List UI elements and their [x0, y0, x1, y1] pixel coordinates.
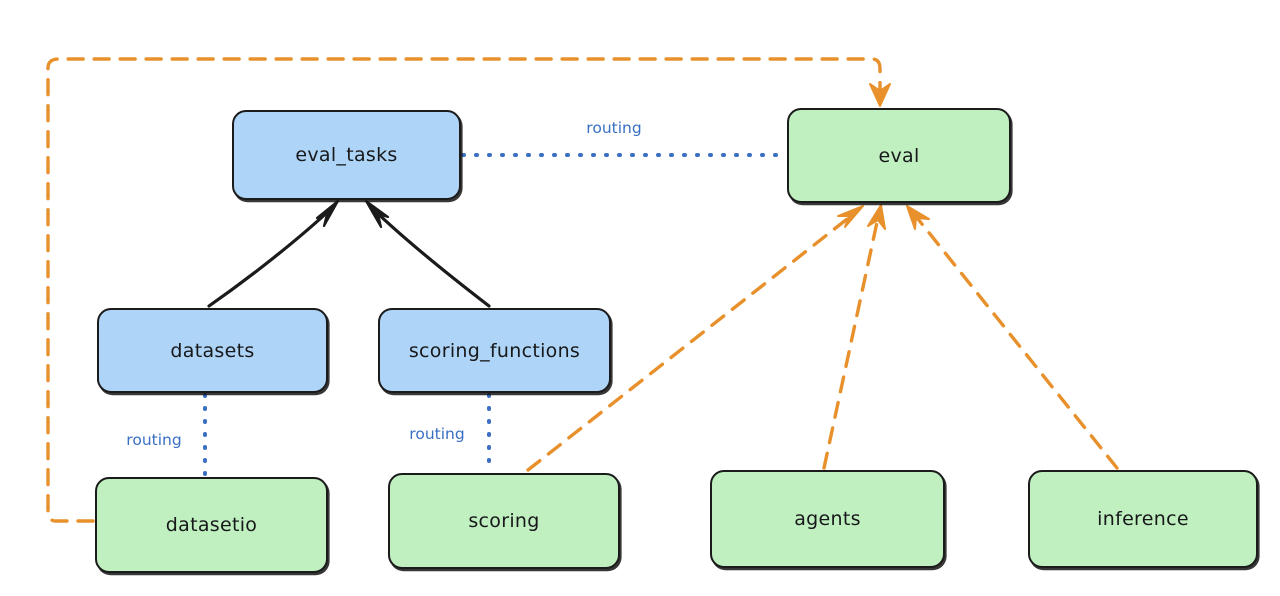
node-agents[interactable]: agents — [710, 470, 945, 568]
node-label-datasetio: datasetio — [165, 514, 258, 536]
node-label-scoring: scoring — [468, 510, 540, 532]
node-datasetio[interactable]: datasetio — [95, 477, 328, 573]
node-eval[interactable]: eval — [787, 108, 1011, 203]
node-label-eval: eval — [878, 144, 920, 167]
edge-datasetio-to-eval — [46, 57, 891, 523]
edge-scoring-to-eval — [526, 205, 864, 472]
edge-label-routing-eval-tasks-eval: routing — [586, 119, 642, 137]
edge-label-routing-datasets-datasetio: routing — [126, 431, 182, 449]
edge-inference-to-eval — [906, 205, 1119, 470]
node-eval-tasks[interactable]: eval_tasks — [232, 110, 461, 200]
node-scoring[interactable]: scoring — [388, 473, 620, 569]
node-label-agents: agents — [794, 508, 861, 530]
node-datasets[interactable]: datasets — [97, 308, 328, 393]
node-label-eval-tasks: eval_tasks — [295, 144, 398, 166]
node-scoring-functions[interactable]: scoring_functions — [378, 308, 611, 393]
edge-label-routing-scoring-functions-scoring: routing — [409, 425, 465, 443]
node-label-datasets: datasets — [170, 339, 255, 362]
edge-datasets-to-eval-tasks — [207, 199, 340, 308]
node-label-scoring-functions: scoring_functions — [408, 339, 581, 362]
node-inference[interactable]: inference — [1028, 470, 1258, 568]
node-label-inference: inference — [1097, 508, 1189, 530]
edge-scoring-functions-to-eval-tasks — [364, 199, 491, 308]
edge-agents-to-eval — [822, 204, 886, 470]
